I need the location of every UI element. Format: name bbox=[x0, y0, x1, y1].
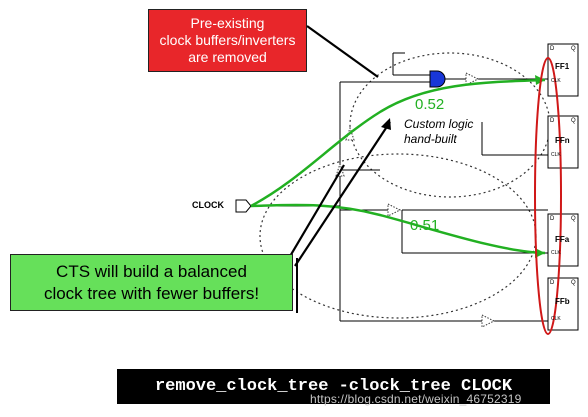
arrowhead-icon bbox=[535, 248, 545, 258]
ff-pin-clk: CLK bbox=[551, 316, 561, 322]
delay-label-bottom: 0.51 bbox=[410, 217, 440, 234]
clock-label: CLOCK bbox=[192, 200, 224, 210]
ff-pin-d: D bbox=[550, 46, 555, 52]
delay-label-top: 0.52 bbox=[415, 96, 445, 113]
ff-pin-q: Q bbox=[571, 118, 576, 124]
flipflop-ffa bbox=[547, 213, 579, 267]
red-callout-line: are removed bbox=[188, 49, 267, 65]
watermark: https://blog.csdn.net/weixin_46752319 bbox=[310, 392, 522, 406]
red-callout-line: clock buffers/inverters bbox=[159, 32, 296, 48]
ff-pin-clk: CLK bbox=[551, 78, 561, 84]
buffer-icon bbox=[481, 314, 496, 328]
ff-pin-clk: CLK bbox=[551, 152, 561, 158]
ff-pin-clk: CLK bbox=[551, 250, 561, 256]
ff-pin-q: Q bbox=[571, 280, 576, 286]
command-banner: remove_clock_tree -clock_tree CLOCK bbox=[117, 369, 550, 404]
red-callout-line: Pre-existing bbox=[190, 15, 265, 31]
green-callout-line: CTS will build a balanced bbox=[56, 261, 247, 281]
and-gate-icon bbox=[429, 70, 446, 88]
green-callout-line: clock tree with fewer buffers! bbox=[43, 283, 260, 303]
ff-name: FFb bbox=[555, 297, 570, 306]
ff-pin-d: D bbox=[550, 118, 555, 124]
buffer-icon bbox=[465, 72, 480, 86]
cts-callout: CTS will build a balanced clock tree wit… bbox=[10, 254, 293, 311]
clock-input-pad bbox=[235, 199, 252, 213]
ff-pin-q: Q bbox=[571, 46, 576, 52]
ff-pin-q: Q bbox=[571, 216, 576, 222]
ff-name: FF1 bbox=[555, 62, 570, 71]
callout-pointers bbox=[288, 25, 391, 267]
ff-pin-d: D bbox=[550, 216, 555, 222]
custom-logic-label: hand-built bbox=[404, 132, 457, 146]
pre-existing-buffers-callout: Pre-existing clock buffers/inverters are… bbox=[148, 9, 307, 72]
ff-name: FFn bbox=[555, 136, 570, 145]
arrowhead-icon bbox=[381, 118, 391, 130]
clock-wiring bbox=[251, 52, 548, 322]
buffer-icon bbox=[387, 203, 402, 217]
clock-pin-highlight bbox=[534, 57, 562, 335]
ff-name: FFa bbox=[555, 235, 570, 244]
balanced-clock-tree bbox=[250, 78, 546, 255]
ff-pin-d: D bbox=[550, 280, 555, 286]
flipflop-ffn bbox=[547, 115, 579, 169]
custom-logic-label: Custom logic bbox=[404, 117, 474, 131]
